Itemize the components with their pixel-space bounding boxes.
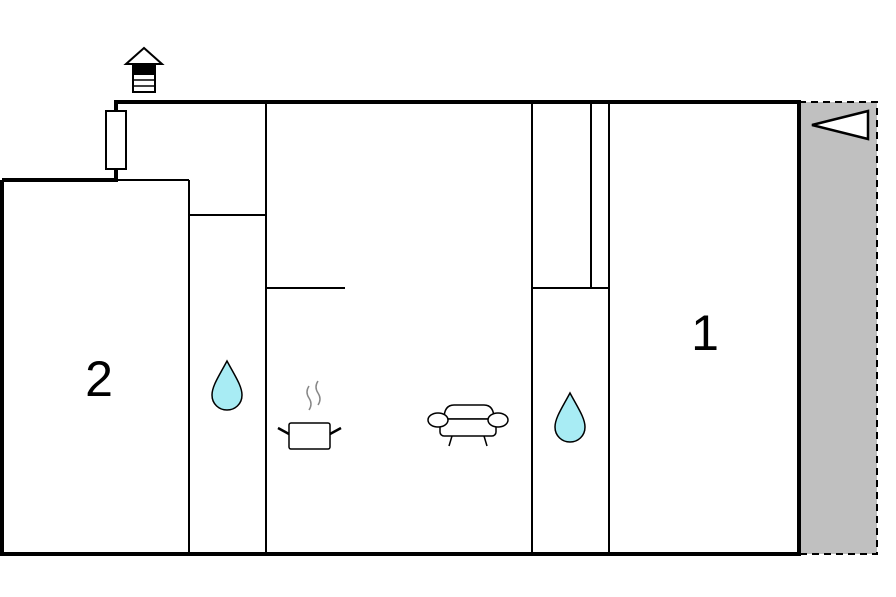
cooking-pot-icon <box>277 380 342 450</box>
terrace <box>798 101 878 555</box>
water-drop-icon <box>211 359 243 411</box>
room-2-label: 2 <box>85 351 113 407</box>
stove-pipe <box>105 110 127 170</box>
room-1-label: 1 <box>691 305 719 361</box>
terrace-direction-icon <box>811 109 870 141</box>
interior-walls <box>116 102 610 554</box>
water-drop-icon <box>554 391 586 443</box>
sofa-icon <box>427 404 509 447</box>
chimney-icon <box>123 46 165 93</box>
